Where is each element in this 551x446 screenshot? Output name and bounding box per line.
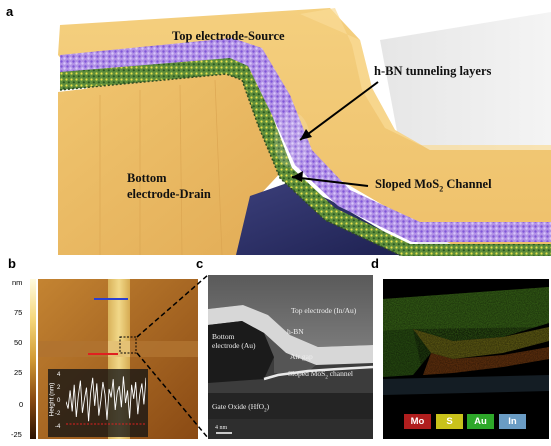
inset-ytick: -4 <box>55 424 61 430</box>
panel-c-letter: c <box>196 256 204 271</box>
hbn-label: h-BN tunneling layers <box>374 64 492 78</box>
tem-bottom-line2: electrode (Au) <box>212 341 256 350</box>
legend-in-label: In <box>508 416 517 427</box>
tem-gate-text: Gate Oxide (HfO <box>212 402 265 411</box>
height-profile-trace <box>66 376 146 425</box>
legend-in: In <box>499 414 526 429</box>
top-electrode-label: Top electrode-Source <box>172 29 285 43</box>
tem-bottom-line1: Bottom <box>212 332 235 341</box>
inset-ytick: 2 <box>57 385 61 391</box>
colorbar-tick: -25 <box>11 430 22 439</box>
tem-gate-post: ) <box>266 402 270 411</box>
bottom-electrode-label-line1: Bottom <box>127 171 167 185</box>
legend-au-label: Au <box>474 416 487 427</box>
tem-mos2-sub: 2 <box>325 375 328 381</box>
panel-a-letter: a <box>6 4 14 19</box>
eds-map <box>383 279 549 439</box>
inset-ytick: -2 <box>55 411 61 417</box>
legend-au: Au <box>467 414 494 429</box>
tem-bottom-electrode-label: Bottom electrode (Au) <box>212 332 256 350</box>
panel-b-letter: b <box>8 256 16 271</box>
inset-ytick: 0 <box>57 398 61 404</box>
mos2-channel-subscript: 2 <box>439 184 444 194</box>
panel-d-letter: d <box>371 256 379 271</box>
afm-colorbar <box>30 279 36 439</box>
tem-mos2-post: channel <box>327 369 354 378</box>
bottom-electrode-label: Bottom electrode-Drain <box>127 170 211 202</box>
inset-ytick: 4 <box>57 372 61 378</box>
tem-top-electrode-label: Top electrode (In/Au) <box>291 306 357 315</box>
tem-mos2-label: Sloped MoS2 channel <box>288 369 353 381</box>
legend-s: S <box>436 414 463 429</box>
mos2-channel-text-post: Channel <box>443 177 492 191</box>
colorbar-unit: nm <box>12 278 23 287</box>
tem-hbn-label: h-BN <box>287 327 304 336</box>
bottom-electrode-label-line2: electrode-Drain <box>127 187 211 201</box>
tem-airgap-label: Air gap <box>290 352 313 361</box>
tem-gate-sub: 2 <box>264 408 267 414</box>
tem-mos2-text: Sloped MoS <box>288 369 326 378</box>
mos2-channel-text: Sloped MoS <box>375 177 440 191</box>
colorbar-tick: 75 <box>14 308 23 317</box>
colorbar-tick: 50 <box>14 338 23 347</box>
colorbar-tick: 0 <box>19 400 24 409</box>
tem-scale-label: 4 nm <box>215 425 228 431</box>
legend-s-label: S <box>446 416 453 427</box>
mos2-channel-label: Sloped MoS2 Channel <box>375 177 492 194</box>
colorbar-tick: 25 <box>14 368 23 377</box>
legend-mo: Mo <box>404 414 431 429</box>
tem-gate-oxide-label: Gate Oxide (HfO2) <box>212 402 269 414</box>
tem-image <box>208 275 373 439</box>
legend-mo-label: Mo <box>410 416 425 427</box>
device-schematic-3d <box>58 8 551 257</box>
